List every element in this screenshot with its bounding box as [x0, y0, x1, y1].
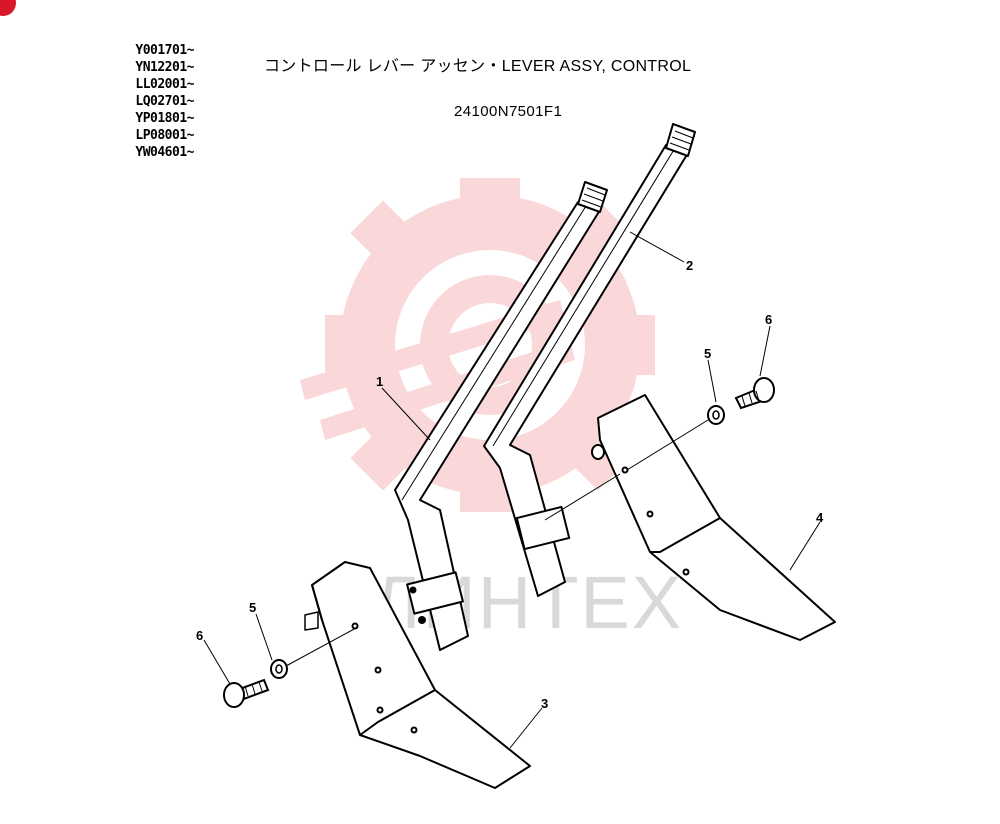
callout-6-right: 6 — [765, 312, 772, 327]
serial-range-item: LQ02701~ — [135, 94, 194, 109]
hex-bolt-6-right — [734, 377, 775, 410]
callout-4: 4 — [816, 510, 824, 525]
serial-range-item: YP01801~ — [135, 111, 194, 126]
watermark-gear-icon — [300, 178, 655, 512]
spring-washer-5-right — [707, 405, 725, 425]
assembly-part-number: 24100N7501F1 — [454, 103, 563, 120]
serial-range-item: YW04601~ — [135, 145, 194, 160]
pedal-bracket-4 — [591, 394, 836, 641]
callout-6-left: 6 — [196, 628, 203, 643]
hex-bolt-6-left — [223, 678, 270, 708]
serial-range-item: YN12201~ — [135, 60, 194, 75]
lever-rod-2 — [483, 123, 696, 597]
callout-3: 3 — [541, 696, 548, 711]
callout-5-right: 5 — [704, 346, 711, 361]
callout-leaders — [203, 231, 821, 749]
lever-rod-1 — [394, 181, 608, 651]
serial-range-item: LL02001~ — [135, 77, 194, 92]
callout-2: 2 — [686, 258, 693, 273]
serial-range-item: Y001701~ — [135, 43, 194, 58]
callout-5-left: 5 — [249, 600, 256, 615]
callout-1: 1 — [376, 374, 383, 389]
diagram-title: コントロール レバー アッセン・LEVER ASSY, CONTROL — [264, 58, 692, 75]
spring-washer-5-left — [270, 659, 288, 679]
assembly-center-lines — [285, 419, 709, 667]
serial-range-item: LP08001~ — [135, 128, 194, 143]
serial-range-list: Y001701~ YN12201~ LL02001~ LQ02701~ YP01… — [84, 42, 194, 161]
pedal-bracket-3 — [304, 561, 531, 789]
corner-logo-mark — [0, 0, 16, 16]
